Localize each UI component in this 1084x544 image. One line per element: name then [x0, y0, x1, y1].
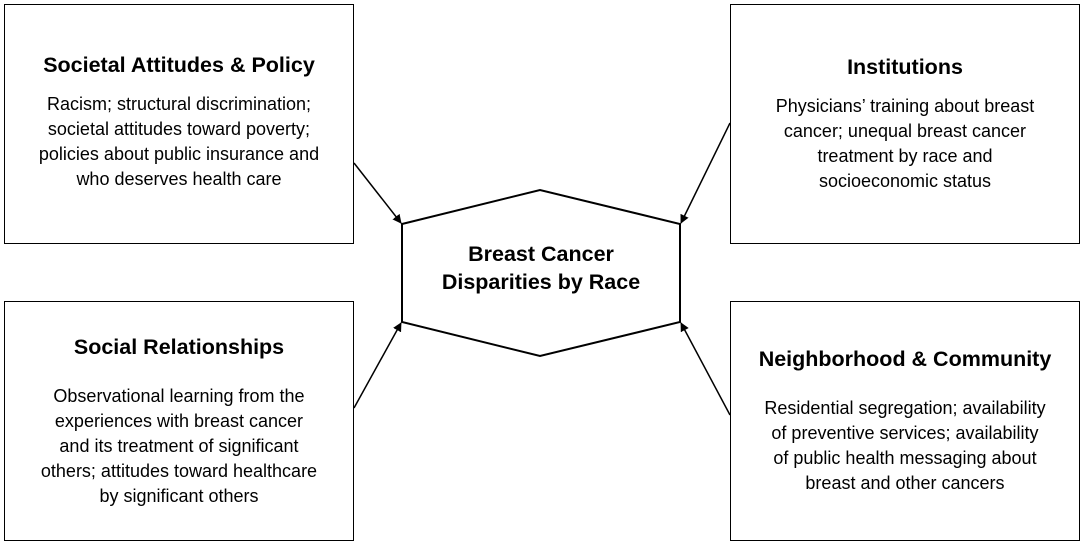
body-line: Observational learning from the	[53, 385, 305, 406]
body-line: societal attitudes toward poverty;	[47, 119, 311, 139]
body-line: others; attitudes toward healthcare	[40, 460, 318, 481]
center-label-line-2: Disparities by Race	[441, 270, 641, 294]
neighborhood-community-title: Neighborhood & Community	[758, 347, 1052, 371]
body-line: by significant others	[99, 485, 259, 506]
societal-attitudes-body: Racism; structural discrimination; socie…	[39, 92, 319, 192]
body-line: of public health messaging about	[773, 448, 1037, 468]
body-line: policies about public insurance and	[38, 144, 320, 164]
social-relationships-body: Observational learning from the experien…	[41, 384, 317, 509]
arrow-from-neighborhood	[680, 322, 731, 416]
arrow-from-social-relationships	[353, 322, 402, 409]
center-node-label: Breast Cancer Disparities by Race	[402, 240, 680, 296]
body-line: Racism; structural discrimination;	[46, 94, 312, 114]
body-line: who deserves health care	[76, 169, 282, 189]
neighborhood-community-body: Residential segregation; availability of…	[764, 396, 1045, 496]
body-line: treatment by race and	[817, 146, 993, 166]
societal-attitudes-box: Societal Attitudes & Policy Racism; stru…	[4, 4, 354, 244]
institutions-title: Institutions	[847, 55, 963, 79]
arrow-from-institutions	[680, 122, 731, 224]
body-line: and its treatment of significant	[59, 435, 299, 456]
body-line: breast and other cancers	[805, 473, 1005, 493]
institutions-box: Institutions Physicians’ training about …	[730, 4, 1080, 244]
arrow-from-societal-attitudes	[353, 162, 402, 224]
social-relationships-title: Social Relationships	[73, 334, 285, 359]
center-label-line-1: Breast Cancer	[468, 242, 614, 266]
neighborhood-community-box: Neighborhood & Community Residential seg…	[730, 301, 1080, 541]
body-line: experiences with breast cancer	[54, 410, 304, 431]
social-relationships-box: Social Relationships Observational learn…	[4, 301, 354, 541]
societal-attitudes-title: Societal Attitudes & Policy	[43, 53, 315, 77]
body-line: socioeconomic status	[818, 171, 992, 191]
institutions-body: Physicians’ training about breast cancer…	[776, 94, 1034, 194]
body-line: of preventive services; availability	[771, 423, 1039, 443]
body-line: Residential segregation; availability	[764, 398, 1046, 418]
body-line: Physicians’ training about breast	[775, 96, 1035, 116]
body-line: cancer; unequal breast cancer	[783, 121, 1027, 141]
center-hexagon	[401, 188, 681, 358]
